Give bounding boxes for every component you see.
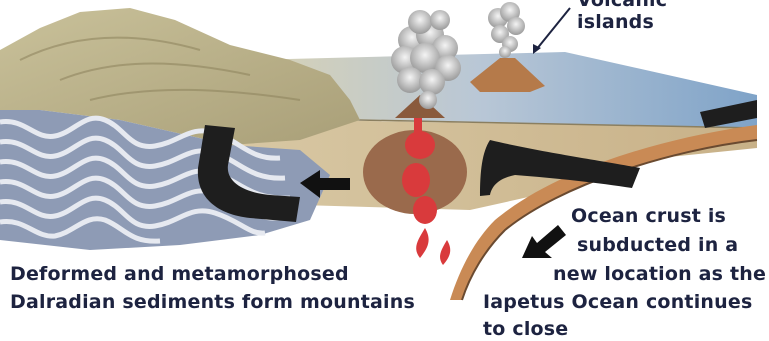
ocean-crust-label-line-2: subducted in a: [577, 233, 738, 257]
magma-droplets: [416, 228, 450, 265]
ocean-crust-label-line-1: Ocean crust is: [571, 204, 726, 228]
ocean-crust-label-line-5: to close: [483, 317, 568, 341]
volcanic-islands-pointer: [536, 8, 570, 50]
ocean-crust-label-line-3: new location as the: [553, 262, 766, 286]
ocean-crust-label-line-4: Iapetus Ocean continues: [483, 290, 752, 314]
deformed-sediments-label-line-2: Dalradian sediments form mountains: [10, 290, 415, 314]
subduction-arrow: [522, 225, 566, 258]
smoke-plume-island: [488, 2, 525, 58]
volcanic-islands-label: islands: [577, 10, 654, 34]
deformed-sediments-label-line-1: Deformed and metamorphosed: [10, 262, 349, 286]
